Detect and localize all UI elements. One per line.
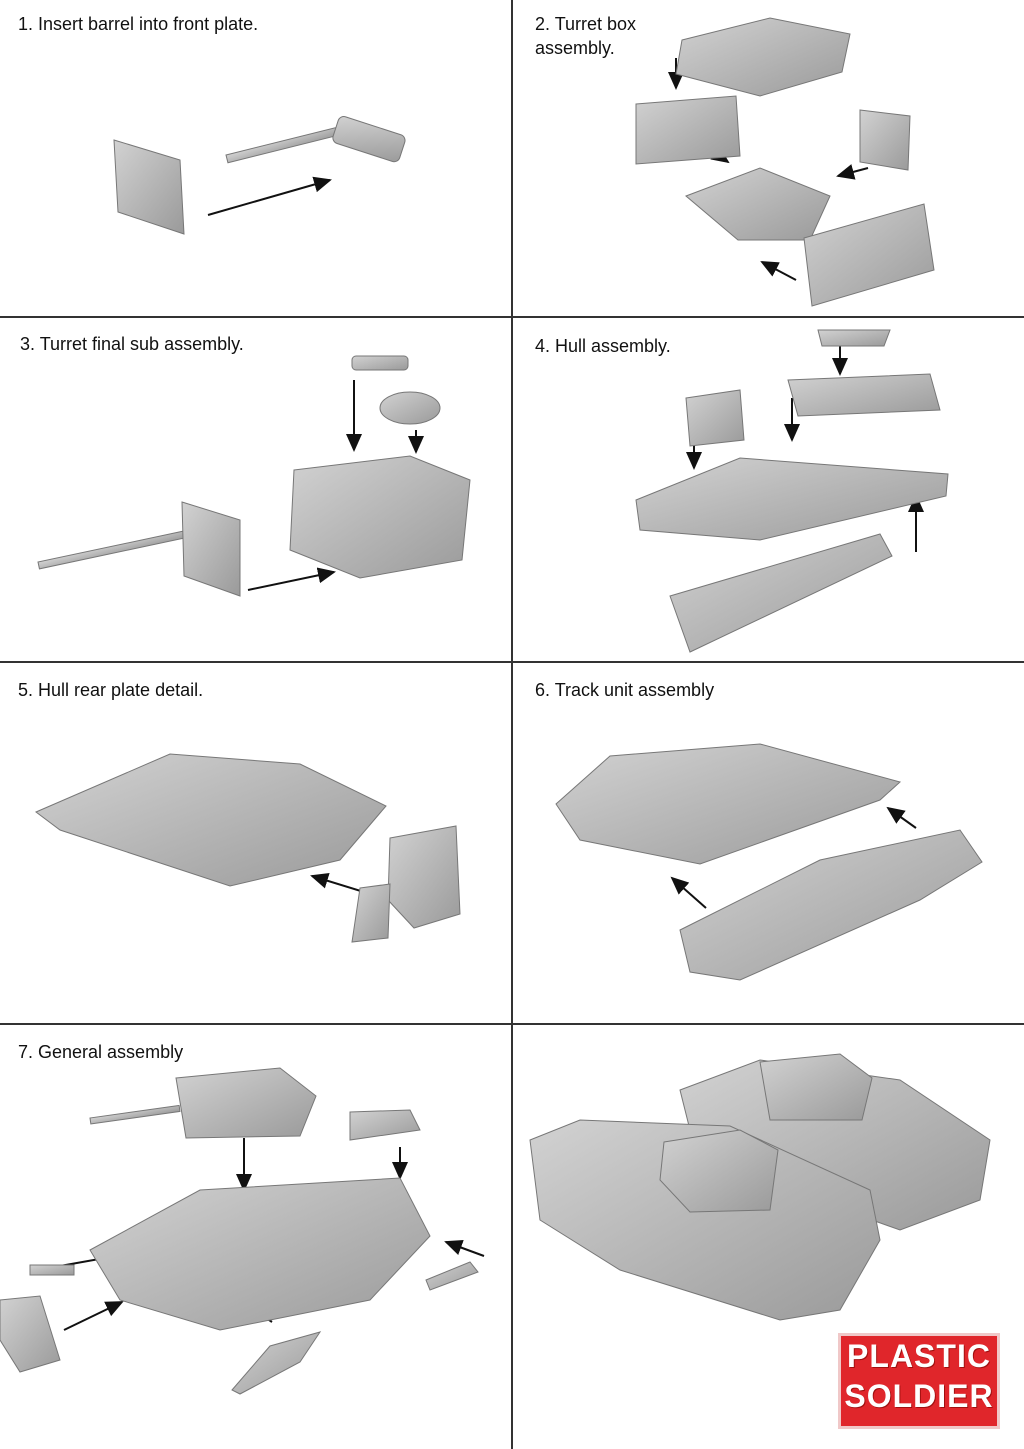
step-7-caption: 7. General assembly [18, 1042, 184, 1062]
row-divider [0, 1023, 1024, 1025]
step-5-caption: 5. Hull rear plate detail. [18, 680, 204, 700]
row-divider [0, 316, 1024, 318]
model-parts [0, 17, 991, 1395]
step-1-caption: 1. Insert barrel into front plate. [18, 14, 259, 34]
row-divider [0, 661, 1024, 663]
logo-line-1: PLASTIC [847, 1338, 991, 1374]
step-2-caption: 2. Turret box assembly. [535, 14, 637, 58]
column-divider [511, 0, 513, 1449]
logo-line-2: SOLDIER [844, 1378, 994, 1414]
step-4-caption: 4. Hull assembly. [535, 336, 671, 356]
plastic-soldier-logo: PLASTIC SOLDIER [838, 1333, 1000, 1429]
step-3-caption: 3. Turret final sub assembly. [20, 334, 244, 354]
step-6-caption: 6. Track unit assembly [535, 680, 715, 700]
